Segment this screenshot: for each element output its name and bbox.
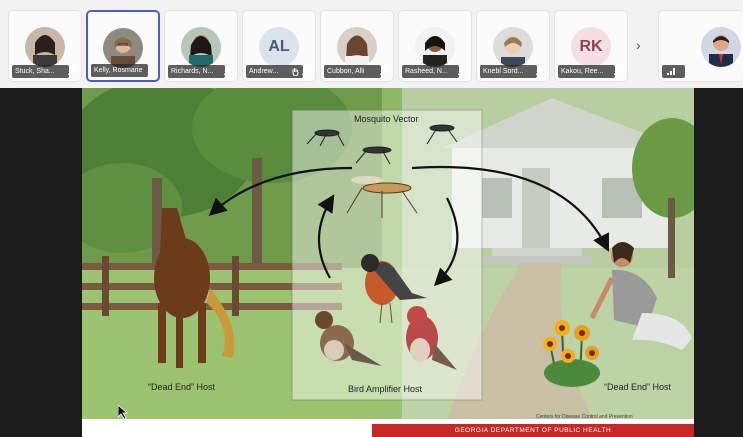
signal-bars-icon xyxy=(667,68,675,75)
participant-tile[interactable]: Knebl Sord... xyxy=(476,10,550,82)
muted-mic-icon xyxy=(68,67,75,76)
participant-tile[interactable]: AL Andrew... xyxy=(242,10,316,82)
dead-end-host-label-left: “Dead End” Host xyxy=(148,382,215,392)
shared-slide: Mosquito Vector “Dead End” Host Bird Amp… xyxy=(82,88,694,437)
participant-strip: Stuck, Sha... Kelly, Rosmarie Richards, … xyxy=(0,0,743,88)
muted-mic-icon xyxy=(614,67,621,76)
avatar xyxy=(701,27,741,67)
avatar-initials: AL xyxy=(259,27,299,67)
avatar xyxy=(103,28,143,68)
hand-icon xyxy=(292,67,299,76)
bird-amplifier-host-label: Bird Amplifier Host xyxy=(348,384,422,394)
avatar xyxy=(181,27,221,67)
muted-mic-icon xyxy=(302,67,309,76)
participant-tile[interactable] xyxy=(658,10,743,82)
participant-tile[interactable]: Richards, N... xyxy=(164,10,238,82)
participant-name: Knebl Sord... xyxy=(480,65,537,78)
participant-tile[interactable]: RK Kakou, Ree... xyxy=(554,10,628,82)
muted-mic-icon xyxy=(458,67,465,76)
participant-name: Cubbon, Alli xyxy=(324,65,381,78)
participant-tile[interactable]: Stuck, Sha... xyxy=(8,10,82,82)
avatar xyxy=(337,27,377,67)
dead-end-host-label-right: “Dead End” Host xyxy=(604,382,671,392)
participant-name: Rasheed, N... xyxy=(402,65,459,78)
cdc-credit: Centers for Disease Control and Preventi… xyxy=(536,414,633,420)
avatar xyxy=(493,27,533,67)
participant-tile[interactable]: Rasheed, N... xyxy=(398,10,472,82)
participant-name: Richards, N... xyxy=(168,65,225,78)
avatar-initials: RK xyxy=(571,27,611,67)
participant-tile[interactable]: Cubbon, Alli xyxy=(320,10,394,82)
participant-tile-active[interactable]: Kelly, Rosmarie xyxy=(86,10,160,82)
participant-name: Kelly, Rosmarie xyxy=(91,64,148,77)
muted-mic-icon xyxy=(536,67,543,76)
gdph-banner: GEORGIA DEPARTMENT OF PUBLIC HEALTH xyxy=(372,424,694,437)
avatar xyxy=(415,27,455,67)
next-page-chevron-icon[interactable]: › xyxy=(636,37,641,53)
mouse-pointer-icon xyxy=(118,405,128,419)
mosquito-vector-label: Mosquito Vector xyxy=(354,114,419,124)
participant-name: Kakou, Ree... xyxy=(558,65,615,78)
muted-mic-icon xyxy=(224,67,231,76)
muted-mic-icon xyxy=(380,67,387,76)
participant-name: Stuck, Sha... xyxy=(12,65,69,78)
avatar xyxy=(25,27,65,67)
